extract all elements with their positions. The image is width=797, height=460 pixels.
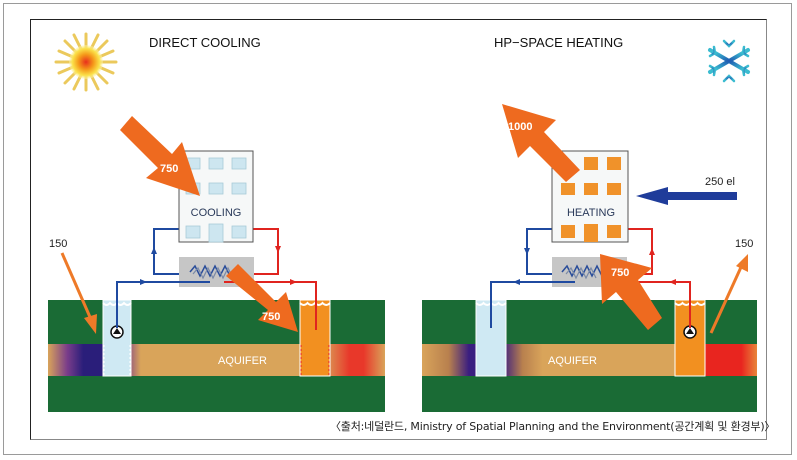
source-caption: 〈출처:네덜란드, Ministry of Spatial Planning a… [330, 420, 776, 433]
flow-label: 750 [262, 311, 280, 323]
flow-label: 1000 [508, 121, 532, 133]
building-label: HEATING [567, 207, 615, 219]
heat-flow-arrow-1000: 1000 [502, 104, 580, 182]
flow-label: 150 [735, 238, 753, 250]
flow-label: 150 [49, 238, 67, 250]
aquifer-label: AQUIFER [218, 355, 267, 367]
panel-direct-cooling: DIRECT COOLING AQUIFER [48, 32, 385, 412]
exchanger-coil [561, 264, 603, 278]
warm-plume [208, 344, 385, 376]
electricity-arrow: 250 el [636, 176, 737, 205]
heat-flow-arrow-750-out: 750 [226, 264, 298, 332]
panel-title: DIRECT COOLING [149, 35, 261, 50]
panel-title: HP−SPACE HEATING [494, 35, 623, 50]
heat-flow-arrow-750-in: 750 [120, 116, 200, 196]
snowflake-icon [708, 37, 750, 85]
flow-label: 750 [611, 267, 629, 279]
aquifer-label: AQUIFER [548, 355, 597, 367]
sun-icon [54, 32, 118, 92]
heat-flow-arrow-750: 750 [600, 254, 662, 330]
flow-label: 250 el [705, 176, 735, 188]
heat-flow-arrow-150: 150 [709, 238, 753, 334]
heat-flow-arrow-150: 150 [49, 238, 97, 334]
outer-frame [3, 3, 792, 455]
panel-hp-space-heating: HP−SPACE HEATING AQUIFER [422, 35, 757, 412]
building-label: COOLING [191, 207, 242, 219]
flow-label: 750 [160, 163, 178, 175]
exchanger-coil [189, 264, 236, 278]
building-cooling: COOLING [178, 150, 254, 243]
